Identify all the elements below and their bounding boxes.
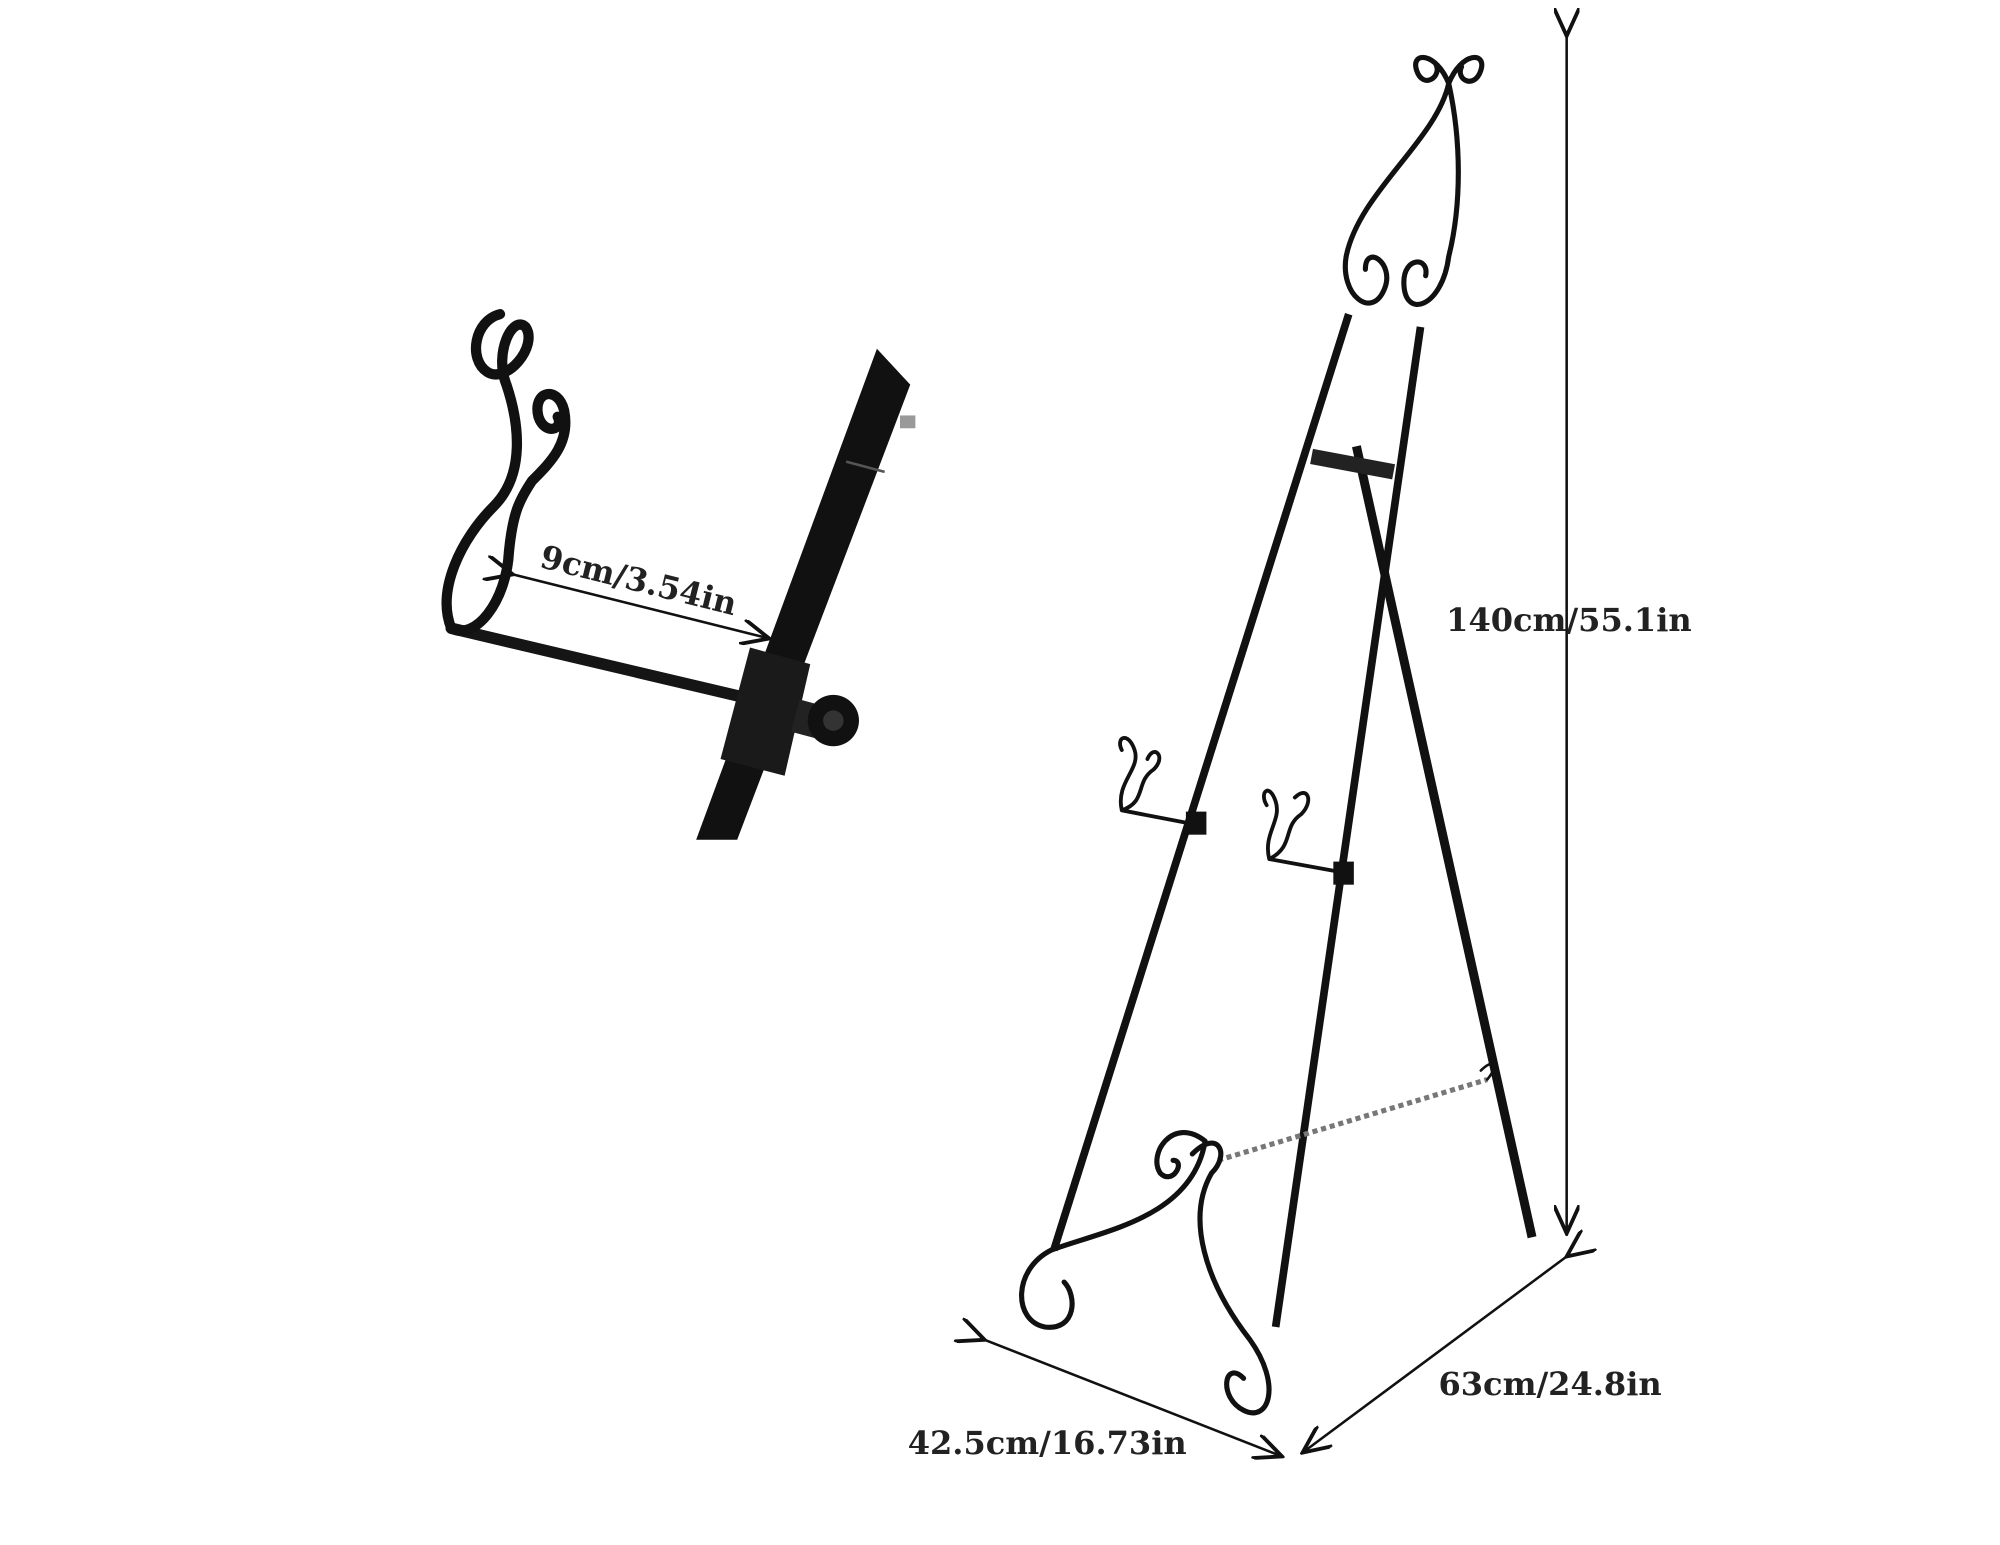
holder-depth-label: 9cm/3.54in: [537, 538, 741, 623]
clamp-knob-icon: [791, 694, 859, 747]
holder-detail-inset: 9cm/3.54in: [441, 309, 916, 840]
depth-label: 63cm/24.8in: [1438, 1365, 1661, 1403]
height-label: 140cm/55.1in: [1446, 601, 1692, 639]
easel-front-left-leg: [1050, 313, 1353, 1252]
easel-back-leg: [1352, 445, 1537, 1239]
easel-top-scroll: [1342, 54, 1485, 307]
holder-clamp: [720, 647, 811, 776]
width-arrow: [985, 1340, 1282, 1457]
easel-left-holder: [1118, 736, 1207, 835]
easel-right-holder: [1262, 788, 1354, 885]
easel: [1019, 54, 1537, 1416]
easel-front-right-leg: [1271, 326, 1425, 1328]
easel-crossbar: [1310, 448, 1396, 480]
width-label: 42.5cm/16.73in: [908, 1424, 1187, 1462]
easel-chain: [1217, 1077, 1488, 1163]
easel-base-scroll: [1019, 1130, 1272, 1416]
holder-rod: [445, 622, 756, 705]
depth-arrow: [1303, 1256, 1567, 1452]
holder-depth-arrow: [513, 574, 769, 638]
